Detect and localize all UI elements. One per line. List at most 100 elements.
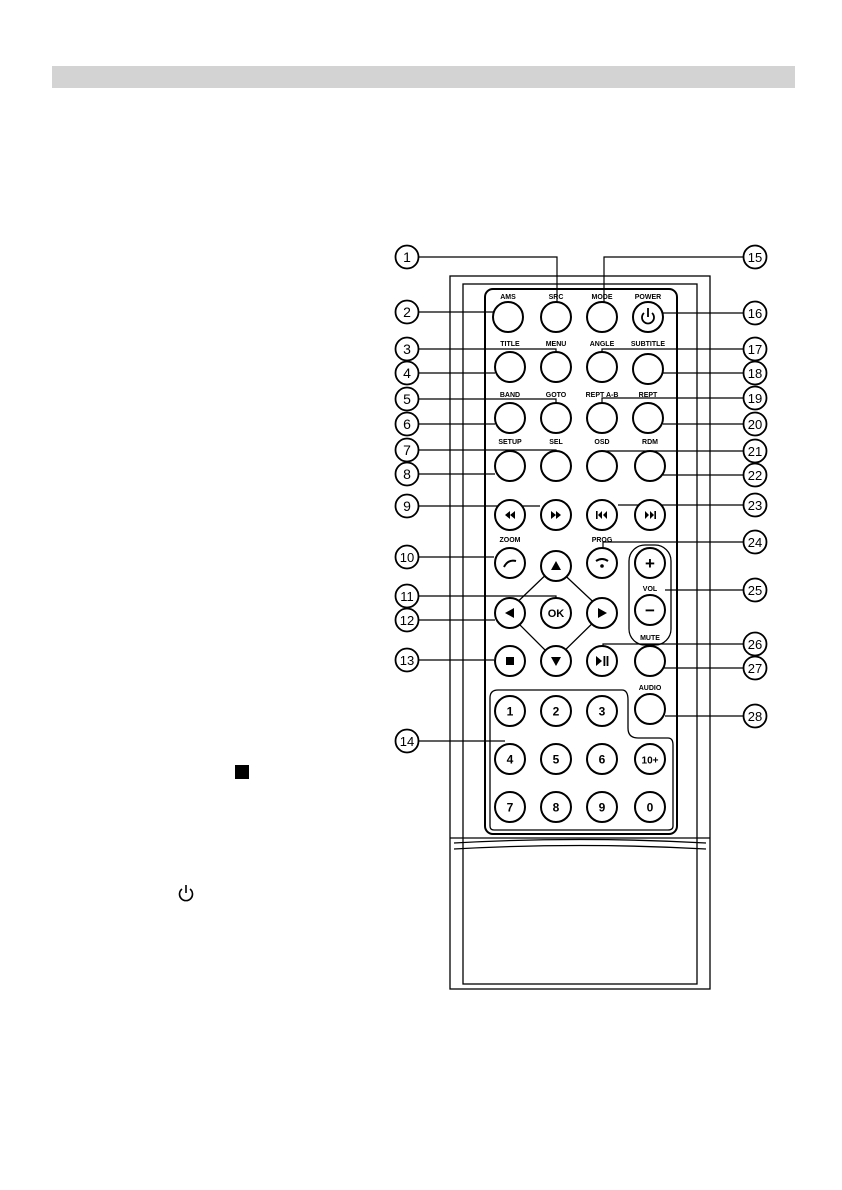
callout-number: 1 [403, 249, 411, 265]
stop-icon [235, 765, 249, 779]
keypad-6-label: 6 [599, 753, 606, 767]
up-arrow-icon [551, 561, 561, 570]
leader-line [602, 541, 743, 551]
callout-18: 18 [742, 360, 768, 386]
leader-lines [419, 256, 743, 742]
sel-button[interactable] [540, 450, 572, 482]
subtitle-label: SUBTITLE [631, 341, 666, 348]
leader-line [419, 398, 557, 404]
rdm-button[interactable] [634, 450, 666, 482]
keypad-5-button[interactable]: 5 [540, 743, 572, 775]
callout-22: 22 [742, 462, 768, 488]
fast-forward-button[interactable] [540, 499, 572, 531]
callout-number: 24 [748, 535, 762, 550]
callout-28: 28 [742, 703, 768, 729]
callout-number: 2 [403, 304, 411, 320]
keypad-2-label: 2 [553, 705, 560, 719]
ok-button[interactable]: OK [540, 597, 572, 629]
zoom-button[interactable] [494, 547, 526, 579]
mute-button[interactable] [634, 645, 666, 677]
callout-11: 11 [394, 583, 420, 609]
remote-body [449, 275, 711, 990]
keypad-7-button[interactable]: 7 [494, 791, 526, 823]
ams-button[interactable] [492, 301, 524, 333]
callout-number: 14 [400, 734, 414, 749]
play-pause-button[interactable] [586, 645, 618, 677]
callout-number: 28 [748, 709, 762, 724]
previous-track-icon [596, 511, 607, 519]
next-track-button[interactable] [634, 499, 666, 531]
power-icon [641, 308, 655, 325]
stop-icon [506, 657, 514, 665]
keypad-7-label: 7 [507, 801, 514, 815]
rewind-icon [505, 511, 515, 519]
menu-button[interactable] [540, 351, 572, 383]
subtitle-button[interactable] [632, 353, 664, 385]
volume-down-button[interactable]: − [634, 594, 666, 626]
callout-14: 14 [394, 728, 420, 754]
callout-27: 27 [742, 655, 768, 681]
callout-number: 15 [748, 250, 762, 265]
callout-6: 6 [394, 411, 420, 437]
callout-25: 25 [742, 577, 768, 603]
keypad-1-button[interactable]: 1 [494, 695, 526, 727]
setup-button[interactable] [494, 450, 526, 482]
keypad-8-button[interactable]: 8 [540, 791, 572, 823]
previous-track-button[interactable] [586, 499, 618, 531]
goto-button[interactable] [540, 402, 572, 434]
src-button[interactable] [540, 301, 572, 333]
keypad-9-label: 9 [599, 801, 606, 815]
title-button[interactable] [494, 351, 526, 383]
callout-number: 11 [400, 589, 414, 604]
keypad-4-label: 4 [507, 753, 514, 767]
rept-a-b-button[interactable] [586, 402, 618, 434]
stop-button[interactable] [494, 645, 526, 677]
rewind-button[interactable] [494, 499, 526, 531]
right-arrow-icon [598, 608, 607, 618]
prog-icon [595, 558, 609, 568]
callout-number: 3 [403, 341, 411, 357]
keypad-2-button[interactable]: 2 [540, 695, 572, 727]
osd-button[interactable] [586, 450, 618, 482]
down-arrow-button[interactable] [540, 645, 572, 677]
callout-number: 13 [400, 653, 414, 668]
leader-line [602, 643, 743, 648]
title-label: TITLE [500, 341, 520, 348]
keypad-9-button[interactable]: 9 [586, 791, 618, 823]
leader-line [601, 397, 743, 405]
callout-number: 25 [748, 583, 762, 598]
keypad-6-button[interactable]: 6 [586, 743, 618, 775]
mode-label: MODE [592, 294, 613, 301]
prog-button[interactable] [586, 547, 618, 579]
keypad-10-label: 10+ [642, 756, 659, 767]
rept-button[interactable] [632, 402, 664, 434]
callout-16: 16 [742, 300, 768, 326]
volume-up-button[interactable]: + [634, 547, 666, 579]
keypad-5-label: 5 [553, 753, 560, 767]
keypad-10-button[interactable]: 10+ [634, 743, 666, 775]
ams-label: AMS [500, 294, 516, 301]
band-button[interactable] [494, 402, 526, 434]
keypad-0-button[interactable]: 0 [634, 791, 666, 823]
right-arrow-button[interactable] [586, 597, 618, 629]
keypad-4-button[interactable]: 4 [494, 743, 526, 775]
keypad-3-label: 3 [599, 705, 606, 719]
callout-number: 26 [748, 637, 762, 652]
down-arrow-icon [551, 657, 561, 666]
callout-number: 17 [748, 342, 762, 357]
callout-number: 27 [748, 661, 762, 676]
mode-button[interactable] [586, 301, 618, 333]
power-icon [178, 885, 194, 902]
angle-button[interactable] [586, 351, 618, 383]
audio-button[interactable] [634, 693, 666, 725]
callout-23: 23 [742, 492, 768, 518]
callout-13: 13 [394, 647, 420, 673]
keypad-3-button[interactable]: 3 [586, 695, 618, 727]
left-arrow-button[interactable] [494, 597, 526, 629]
callout-number: 18 [748, 366, 762, 381]
power-button[interactable] [632, 301, 664, 333]
callout-10: 10 [394, 544, 420, 570]
header-bar [52, 66, 795, 88]
up-arrow-button[interactable] [540, 550, 572, 582]
